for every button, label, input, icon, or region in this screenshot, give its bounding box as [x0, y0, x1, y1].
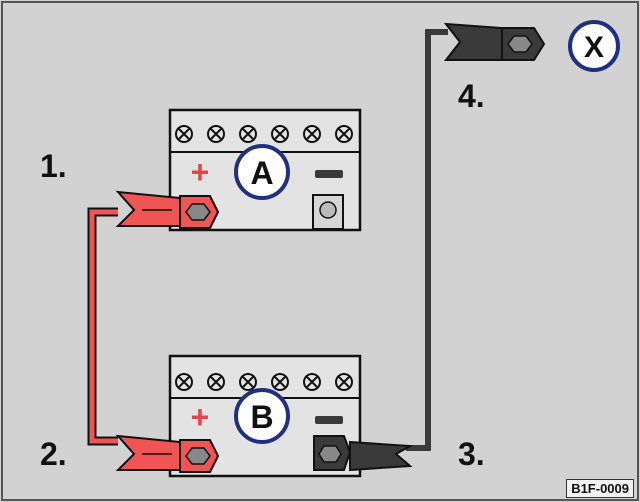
red-cable — [89, 209, 118, 444]
red-clamp-1 — [115, 190, 220, 229]
cell-cap-icon — [239, 373, 257, 391]
black-clamp-3 — [313, 435, 414, 472]
ground-point-circle — [568, 20, 620, 72]
red-clamp-2 — [115, 434, 220, 473]
black-cable — [406, 29, 448, 451]
battery-b-label: B — [250, 399, 273, 435]
red-cable-outline — [87, 207, 118, 446]
cell-cap-icon — [303, 125, 321, 143]
figure-code: B1F-0009 — [566, 479, 634, 498]
battery-a-minus-sign — [315, 170, 343, 178]
cell-cap-icon — [175, 125, 193, 143]
step-2-label: 2. — [40, 436, 67, 472]
battery-b-cell-caps — [175, 373, 353, 391]
battery-b-minus-sign — [315, 416, 343, 424]
battery-b-plus-sign: + — [191, 399, 210, 435]
black-clamp-4 — [443, 22, 546, 61]
cell-cap-icon — [271, 373, 289, 391]
step-4-label: 4. — [458, 78, 485, 114]
battery-a-plus-sign: + — [191, 154, 210, 190]
cell-cap-icon — [335, 373, 353, 391]
cell-cap-icon — [335, 125, 353, 143]
step-3-label: 3. — [458, 436, 485, 472]
battery-a-label: A — [250, 155, 273, 191]
cell-cap-icon — [303, 373, 321, 391]
cell-cap-icon — [239, 125, 257, 143]
cell-cap-icon — [175, 373, 193, 391]
battery-a-terminal-bolt — [319, 201, 337, 219]
cell-cap-icon — [207, 373, 225, 391]
battery-a-label-circle — [234, 144, 290, 200]
cell-cap-icon — [271, 125, 289, 143]
cell-cap-icon — [207, 125, 225, 143]
step-1-label: 1. — [40, 148, 67, 184]
battery-a-cell-caps — [175, 125, 353, 143]
ground-point-label: X — [584, 31, 604, 64]
battery-b-label-circle — [234, 388, 290, 444]
